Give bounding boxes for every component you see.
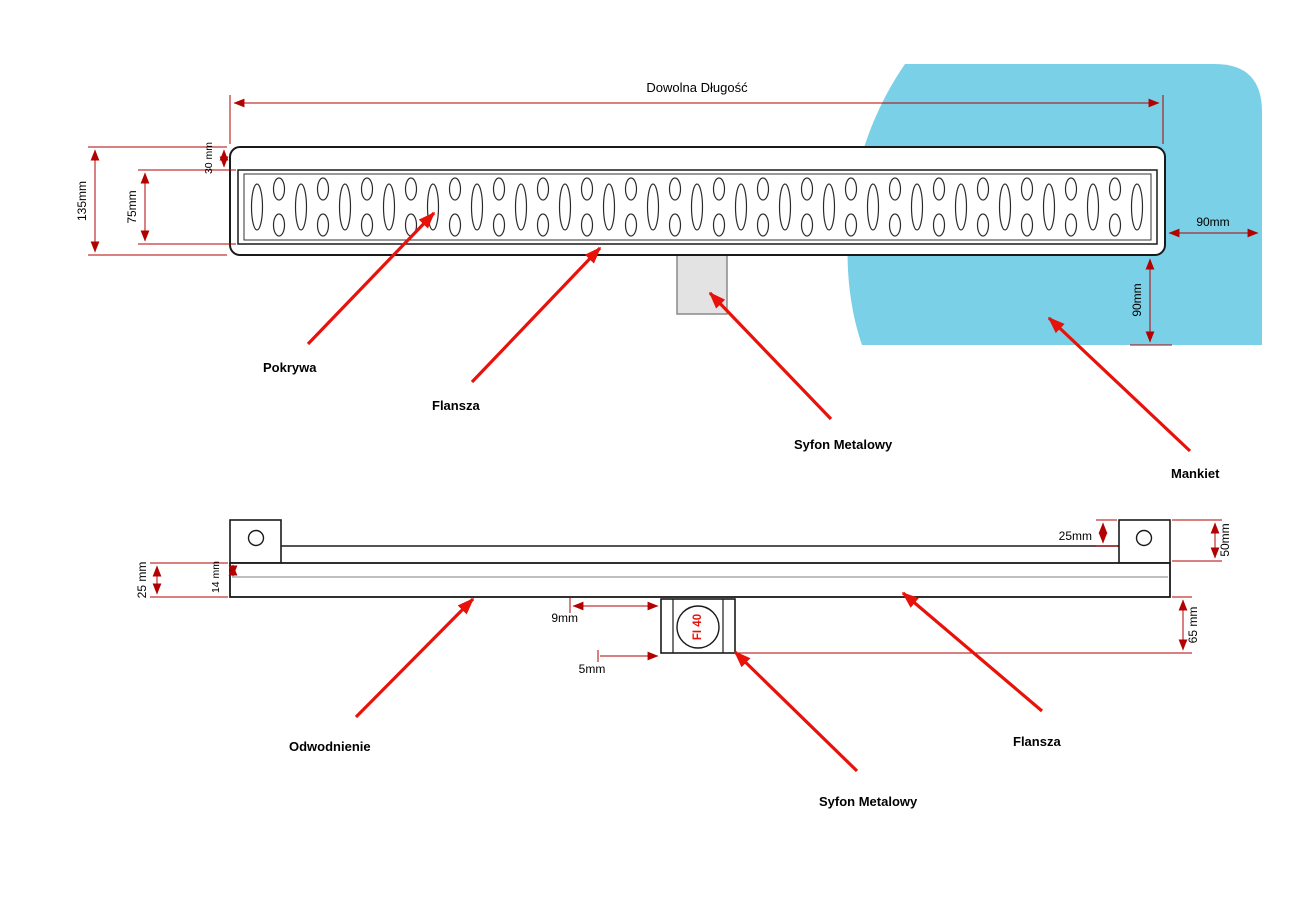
dim-30mm-text: 30 mm bbox=[203, 142, 215, 174]
dim-50mm: 50mm bbox=[1172, 519, 1232, 562]
callout-pokrywa: Pokrywa bbox=[263, 211, 436, 375]
bolt-hole-right bbox=[1135, 529, 1153, 547]
dim-90mm-vertical: 90mm bbox=[1130, 258, 1172, 346]
dim-135mm: 135mm bbox=[75, 146, 227, 256]
dim-25mm-left-text: 25 mm bbox=[135, 562, 149, 599]
callout-syfon-bottom: Syfon Metalowy bbox=[733, 650, 918, 809]
callout-mankiet: Mankiet bbox=[1047, 316, 1220, 481]
label-odwodnienie: Odwodnienie bbox=[289, 739, 371, 754]
leader-arrow bbox=[1047, 316, 1192, 453]
dim-9mm-text: 9mm bbox=[551, 611, 578, 625]
label-pokrywa: Pokrywa bbox=[263, 360, 317, 375]
dim-135mm-text: 135mm bbox=[75, 181, 89, 221]
label-mankiet: Mankiet bbox=[1171, 466, 1220, 481]
dim-any-length-text: Dowolna Długość bbox=[646, 80, 748, 95]
label-syfon-top: Syfon Metalowy bbox=[794, 437, 893, 452]
leader-arrow bbox=[306, 211, 436, 346]
label-syfon-bottom: Syfon Metalowy bbox=[819, 794, 918, 809]
callout-flansza-top: Flansza bbox=[432, 246, 602, 413]
dim-any-length: Dowolna Długość bbox=[229, 80, 1164, 144]
leader-arrow bbox=[354, 597, 475, 719]
side-view: FI 40 25 mm 14 mm 25mm 50mm bbox=[135, 519, 1232, 809]
dim-14mm: 14 mm bbox=[210, 561, 238, 593]
callout-syfon-top: Syfon Metalowy bbox=[708, 291, 893, 452]
dim-90mm-horizontal: 90mm bbox=[1168, 215, 1259, 238]
top-view: Dowolna Długość 135mm 75mm 30 mm 90mm bbox=[75, 64, 1262, 481]
dim-5mm: 5mm bbox=[579, 650, 659, 676]
dim-90mm-horizontal-text: 90mm bbox=[1196, 215, 1229, 229]
grate-slot-pattern bbox=[246, 176, 1149, 238]
siphon-marking-text: FI 40 bbox=[692, 614, 704, 640]
dim-30mm: 30 mm bbox=[203, 142, 229, 174]
callout-flansza-bottom: Flansza bbox=[901, 591, 1061, 749]
dim-25mm-top: 25mm bbox=[1059, 519, 1117, 547]
dim-65mm-text: 65 mm bbox=[1186, 607, 1200, 644]
label-flansza-bottom: Flansza bbox=[1013, 734, 1061, 749]
dim-50mm-text: 50mm bbox=[1218, 523, 1232, 556]
dim-90mm-vertical-text: 90mm bbox=[1130, 283, 1144, 316]
dim-9mm: 9mm bbox=[551, 598, 659, 625]
leader-arrow bbox=[470, 246, 602, 384]
dim-14mm-text: 14 mm bbox=[210, 561, 222, 593]
bolt-hole-left bbox=[247, 529, 265, 547]
dim-25mm-top-text: 25mm bbox=[1059, 529, 1092, 543]
leader-arrow bbox=[733, 650, 859, 773]
channel-band bbox=[229, 562, 1171, 598]
siphon-body: FI 40 bbox=[660, 598, 736, 654]
label-flansza-top: Flansza bbox=[432, 398, 480, 413]
grate-inner-frame bbox=[243, 173, 1152, 241]
dim-65mm: 65 mm bbox=[735, 596, 1200, 654]
dim-75mm: 75mm bbox=[125, 169, 236, 245]
siphon-pipe-circle bbox=[676, 605, 720, 649]
dim-75mm-text: 75mm bbox=[125, 190, 139, 223]
leader-arrow bbox=[901, 591, 1044, 713]
dim-5mm-text: 5mm bbox=[579, 662, 606, 676]
leader-arrow bbox=[708, 291, 833, 421]
callout-odwodnienie: Odwodnienie bbox=[289, 597, 475, 754]
dim-25mm-left: 25 mm bbox=[135, 562, 228, 599]
